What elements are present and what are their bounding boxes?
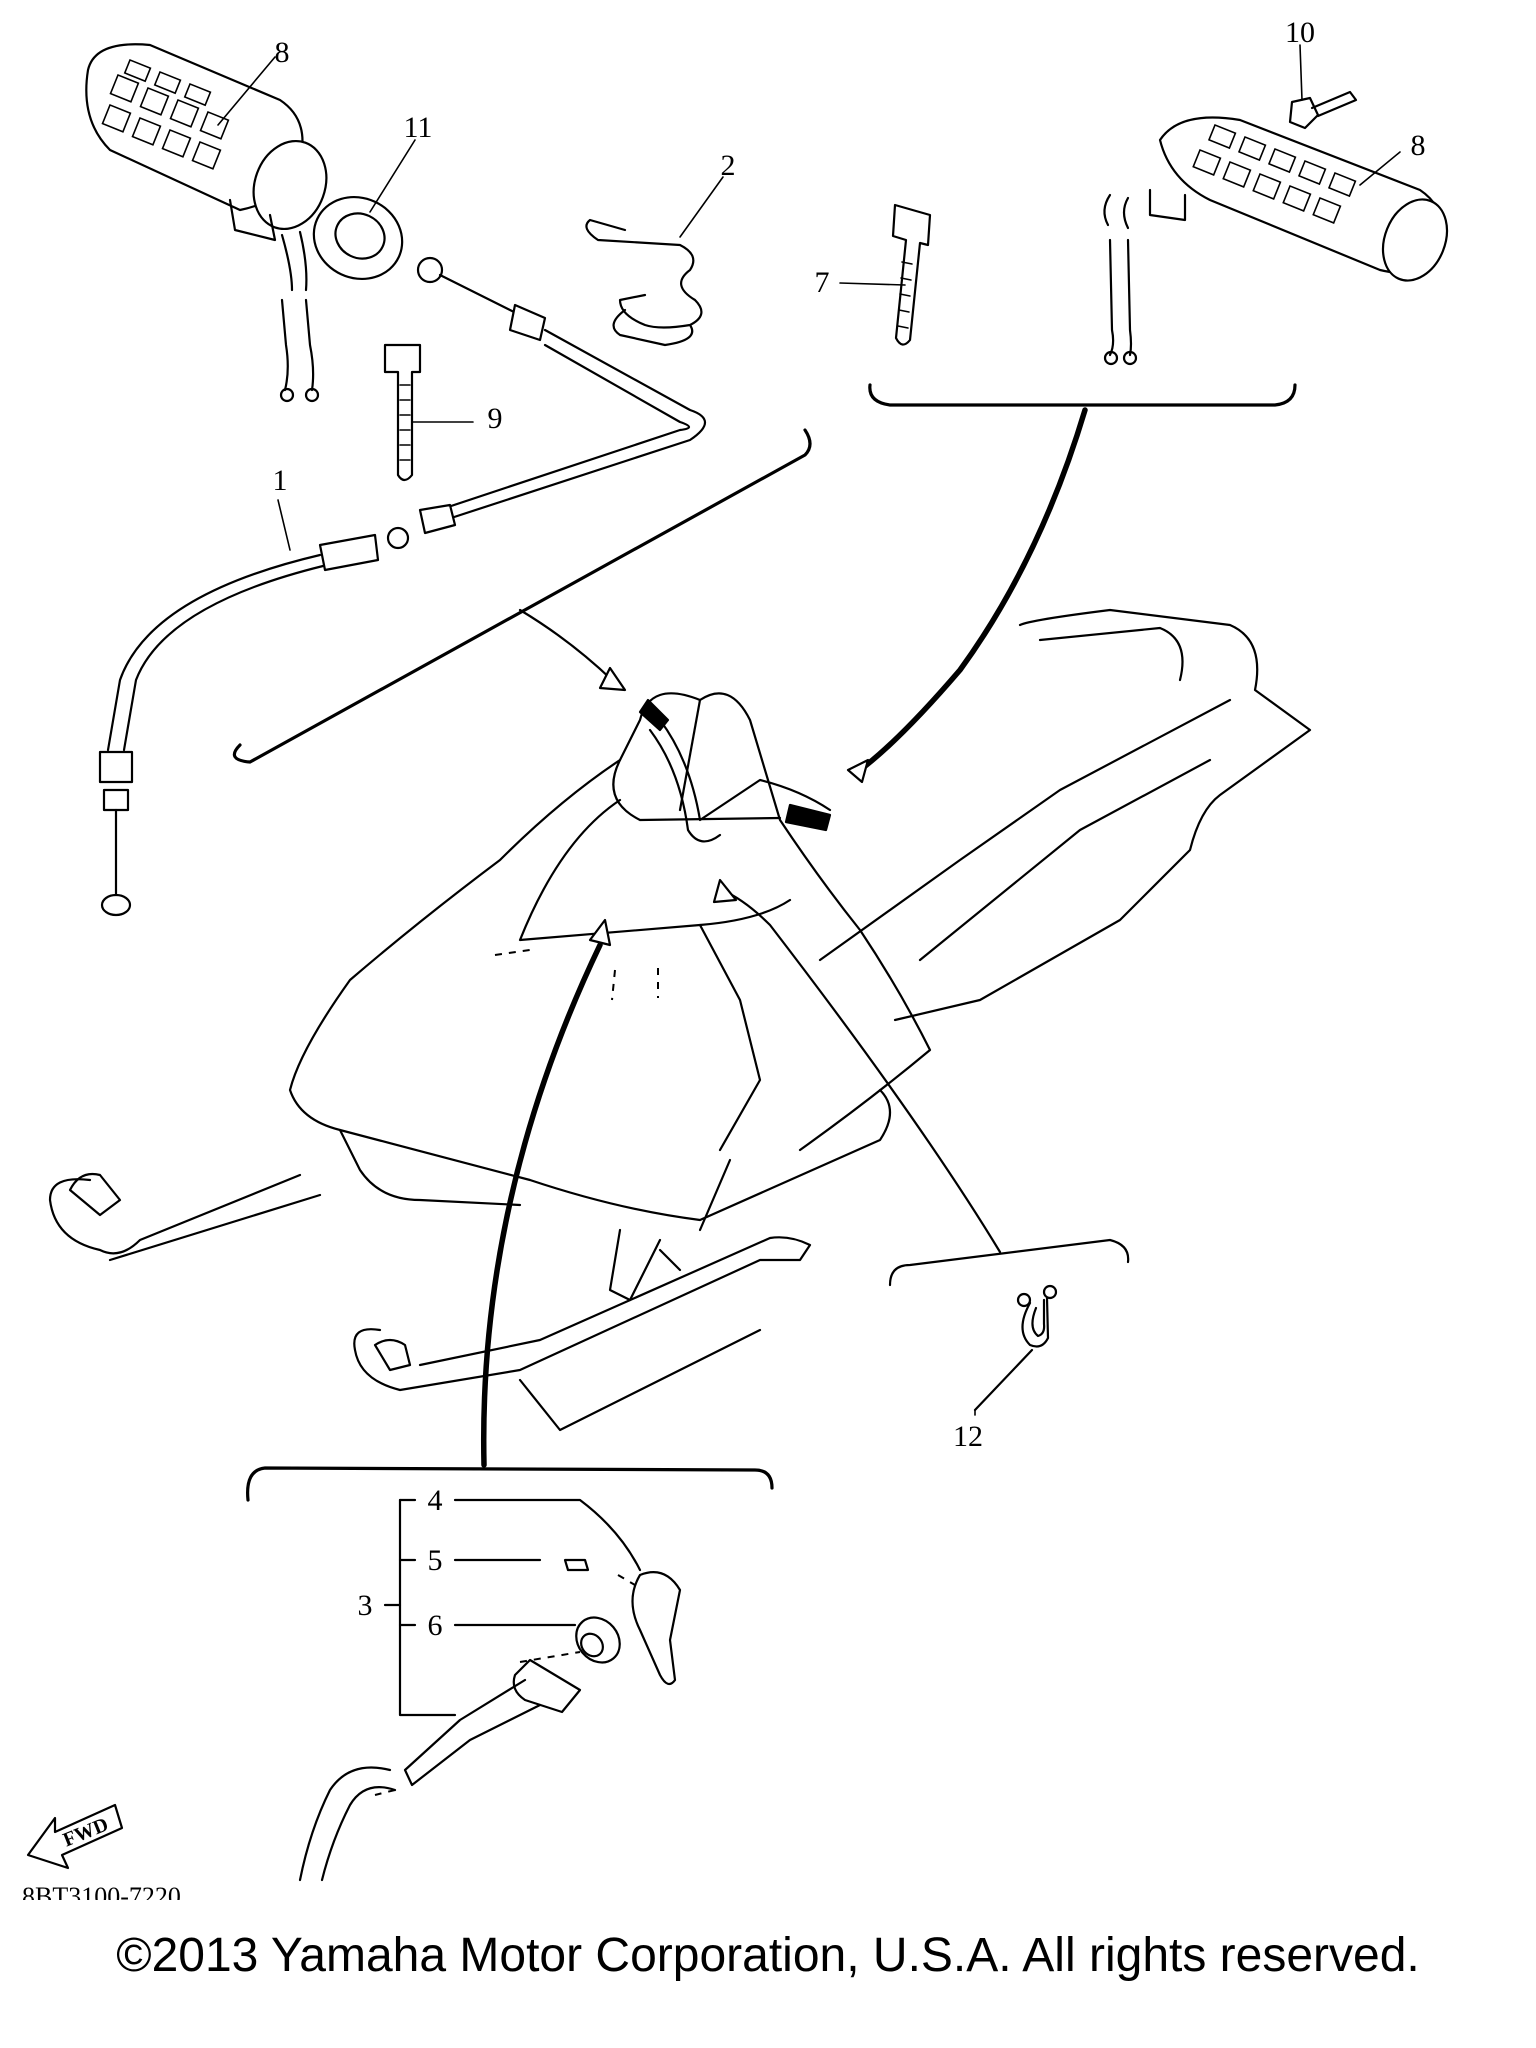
leader-10 xyxy=(1299,44,1303,101)
leader-11 xyxy=(369,139,416,213)
skis xyxy=(48,1172,812,1432)
left-pointer-line xyxy=(518,608,614,682)
clamp-pointer-line xyxy=(720,888,1002,1254)
callout-10: 10 xyxy=(1285,16,1315,49)
callout-5: 5 xyxy=(428,1544,443,1577)
callout-6: 6 xyxy=(428,1609,443,1642)
leader-2 xyxy=(679,176,724,238)
right-bracket xyxy=(868,383,1297,407)
leader-1 xyxy=(277,499,291,551)
leader-8b xyxy=(1359,151,1401,186)
bolt-10 xyxy=(1288,90,1358,130)
callout-1: 1 xyxy=(273,464,288,497)
callout-7: 7 xyxy=(815,266,830,299)
copyright-notice: ©2013 Yamaha Motor Corporation, U.S.A. A… xyxy=(116,1929,1420,1982)
hose-clamp-12 xyxy=(973,1284,1058,1412)
grip-ring-11 xyxy=(312,195,404,281)
clamp-bracket xyxy=(888,1238,1130,1287)
forward-arrow: FWD xyxy=(26,1803,124,1870)
leader-7 xyxy=(839,282,906,286)
diagram-code: 8BT3100-7220 xyxy=(22,1882,181,1900)
snowmobile-body xyxy=(288,608,1312,1232)
lower-bracket xyxy=(246,1466,774,1502)
left-handlebar-grip xyxy=(85,43,328,403)
callout-8-left: 8 xyxy=(275,36,290,69)
clip-2 xyxy=(585,218,703,347)
cable-band-9 xyxy=(383,343,422,482)
callout-2: 2 xyxy=(721,149,736,182)
lower-pointer-line xyxy=(480,942,603,1468)
callout-11: 11 xyxy=(404,111,433,144)
switch-assembly-3 xyxy=(298,1498,682,1882)
handlebar-assembly xyxy=(638,698,832,843)
callout-4: 4 xyxy=(428,1484,443,1517)
right-pointer-line xyxy=(857,407,1088,773)
throttle-cable-1 xyxy=(98,256,707,917)
callout-3: 3 xyxy=(358,1589,373,1622)
exploded-parts-diagram xyxy=(48,43,1449,1882)
callout-9: 9 xyxy=(488,402,503,435)
left-bracket xyxy=(232,428,812,764)
cable-band-7 xyxy=(891,203,932,346)
callout-12: 12 xyxy=(953,1420,983,1453)
right-handlebar-grip xyxy=(1103,116,1449,366)
callout-layer: 8 11 2 10 8 7 9 1 12 4 5 3 6 FWD 8BT3100… xyxy=(22,16,1426,1900)
callout-8-right: 8 xyxy=(1411,129,1426,162)
leader-8a xyxy=(217,56,276,126)
